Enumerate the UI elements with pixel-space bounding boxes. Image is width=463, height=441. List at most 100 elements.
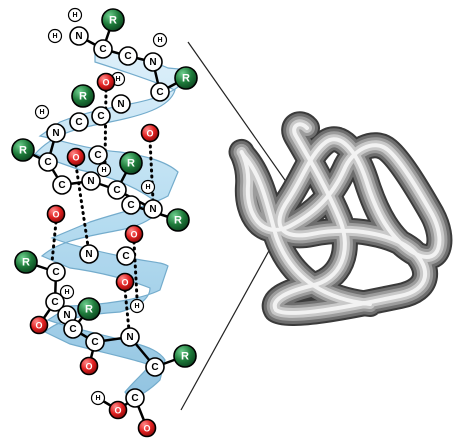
zoom-connector-lines	[180, 41, 288, 411]
atom-symbol: H	[101, 167, 106, 174]
atom-symbol: C	[52, 267, 59, 278]
atom-circle	[69, 112, 89, 132]
hydrogen-atom: H	[67, 7, 83, 23]
r-group-atom: R	[101, 8, 125, 32]
r-group-atom: R	[166, 208, 190, 232]
atom-circle	[77, 297, 101, 321]
oxygen-atom: O	[46, 204, 66, 224]
atom-circle	[101, 8, 125, 32]
atom-circle	[152, 32, 168, 48]
atom-circle	[96, 72, 116, 92]
atom-circle	[150, 82, 170, 102]
atom-symbol: H	[95, 395, 100, 402]
carbon-atom: C	[125, 388, 145, 408]
atom-circle	[107, 180, 127, 200]
nitrogen-atom: N	[120, 327, 140, 347]
r-group-atom: R	[11, 138, 35, 162]
atom-symbol: C	[51, 297, 58, 308]
atom-symbol: O	[114, 406, 121, 416]
atom-circle	[120, 327, 140, 347]
atom-symbol: R	[181, 351, 189, 363]
carbon-atom: C	[46, 262, 66, 282]
atom-symbol: H	[115, 76, 120, 83]
atom-symbol: C	[124, 51, 131, 62]
atom-circle	[46, 262, 66, 282]
atom-circle	[93, 39, 113, 59]
nitrogen-atom: N	[143, 52, 163, 72]
atom-circle	[66, 147, 86, 167]
oxygen-atom: O	[124, 224, 144, 244]
oxygen-atom: O	[140, 123, 160, 143]
atom-symbol: N	[149, 57, 156, 68]
oxygen-atom: O	[137, 418, 157, 438]
atom-circle	[81, 171, 101, 191]
atom-circle	[71, 84, 95, 108]
r-group-atom: R	[119, 151, 143, 175]
atom-symbol: R	[127, 158, 135, 170]
carbon-atom: C	[118, 46, 138, 66]
nitrogen-atom: N	[46, 123, 66, 143]
atom-symbol: H	[134, 303, 139, 310]
hydrogen-atom: H	[59, 284, 75, 300]
atom-symbol: R	[79, 91, 87, 103]
oxygen-atom: O	[115, 272, 135, 292]
atom-symbol: C	[69, 324, 76, 335]
hydrogen-atom: H	[152, 32, 168, 48]
atom-symbol: O	[130, 230, 137, 240]
atom-symbol: C	[97, 111, 104, 122]
atom-symbol: O	[146, 129, 153, 139]
hydrogen-atom: H	[47, 28, 63, 44]
atom-symbol: C	[127, 200, 134, 211]
tertiary-structure-tube	[228, 111, 453, 326]
atom-circle	[140, 123, 160, 143]
carbon-atom: C	[93, 39, 113, 59]
atom-symbol: C	[122, 251, 129, 262]
carbon-atom: C	[52, 175, 72, 195]
nitrogen-atom: N	[69, 26, 89, 46]
r-group-atom: R	[71, 84, 95, 108]
atom-circle	[79, 244, 99, 264]
atom-symbol: C	[131, 393, 138, 404]
atom-symbol: H	[39, 109, 44, 116]
r-group-atom: R	[173, 344, 197, 368]
atom-circle	[108, 400, 128, 420]
atom-symbol: N	[85, 249, 92, 260]
atom-circle	[111, 94, 131, 114]
atom-symbol: N	[52, 128, 59, 139]
carbon-atom: C	[88, 145, 108, 165]
atom-circle	[121, 195, 141, 215]
hydrogen-atom: H	[96, 162, 112, 178]
atom-symbol: R	[174, 215, 182, 227]
atom-symbol: R	[85, 304, 93, 316]
atom-symbol: C	[75, 117, 82, 128]
atom-symbol: O	[35, 321, 42, 331]
atom-circle	[174, 66, 198, 90]
atom-symbol: O	[52, 210, 59, 220]
carbon-atom: C	[150, 82, 170, 102]
carbon-atom: C	[45, 292, 65, 312]
hydrogen-atom: H	[90, 390, 106, 406]
atom-symbol: N	[87, 176, 94, 187]
atom-circle	[47, 28, 63, 44]
atom-circle	[96, 162, 112, 178]
tube-layer	[239, 122, 442, 315]
oxygen-atom: O	[66, 147, 86, 167]
atom-symbol: C	[94, 150, 101, 161]
nitrogen-atom: N	[81, 171, 101, 191]
atom-symbol: C	[99, 44, 106, 55]
hydrogen-atom: H	[140, 179, 156, 195]
atom-circle	[173, 344, 197, 368]
atom-circle	[91, 106, 111, 126]
r-group-atom: R	[77, 297, 101, 321]
atom-symbol: N	[63, 310, 70, 321]
atom-symbol: O	[85, 362, 92, 372]
atom-symbol: N	[117, 99, 124, 110]
atom-circle	[88, 145, 108, 165]
atom-circle	[59, 284, 75, 300]
atom-symbol: C	[58, 180, 65, 191]
atom-circle	[143, 52, 163, 72]
carbon-atom: C	[116, 246, 136, 266]
atom-circle	[11, 138, 35, 162]
atom-symbol: H	[52, 33, 57, 40]
